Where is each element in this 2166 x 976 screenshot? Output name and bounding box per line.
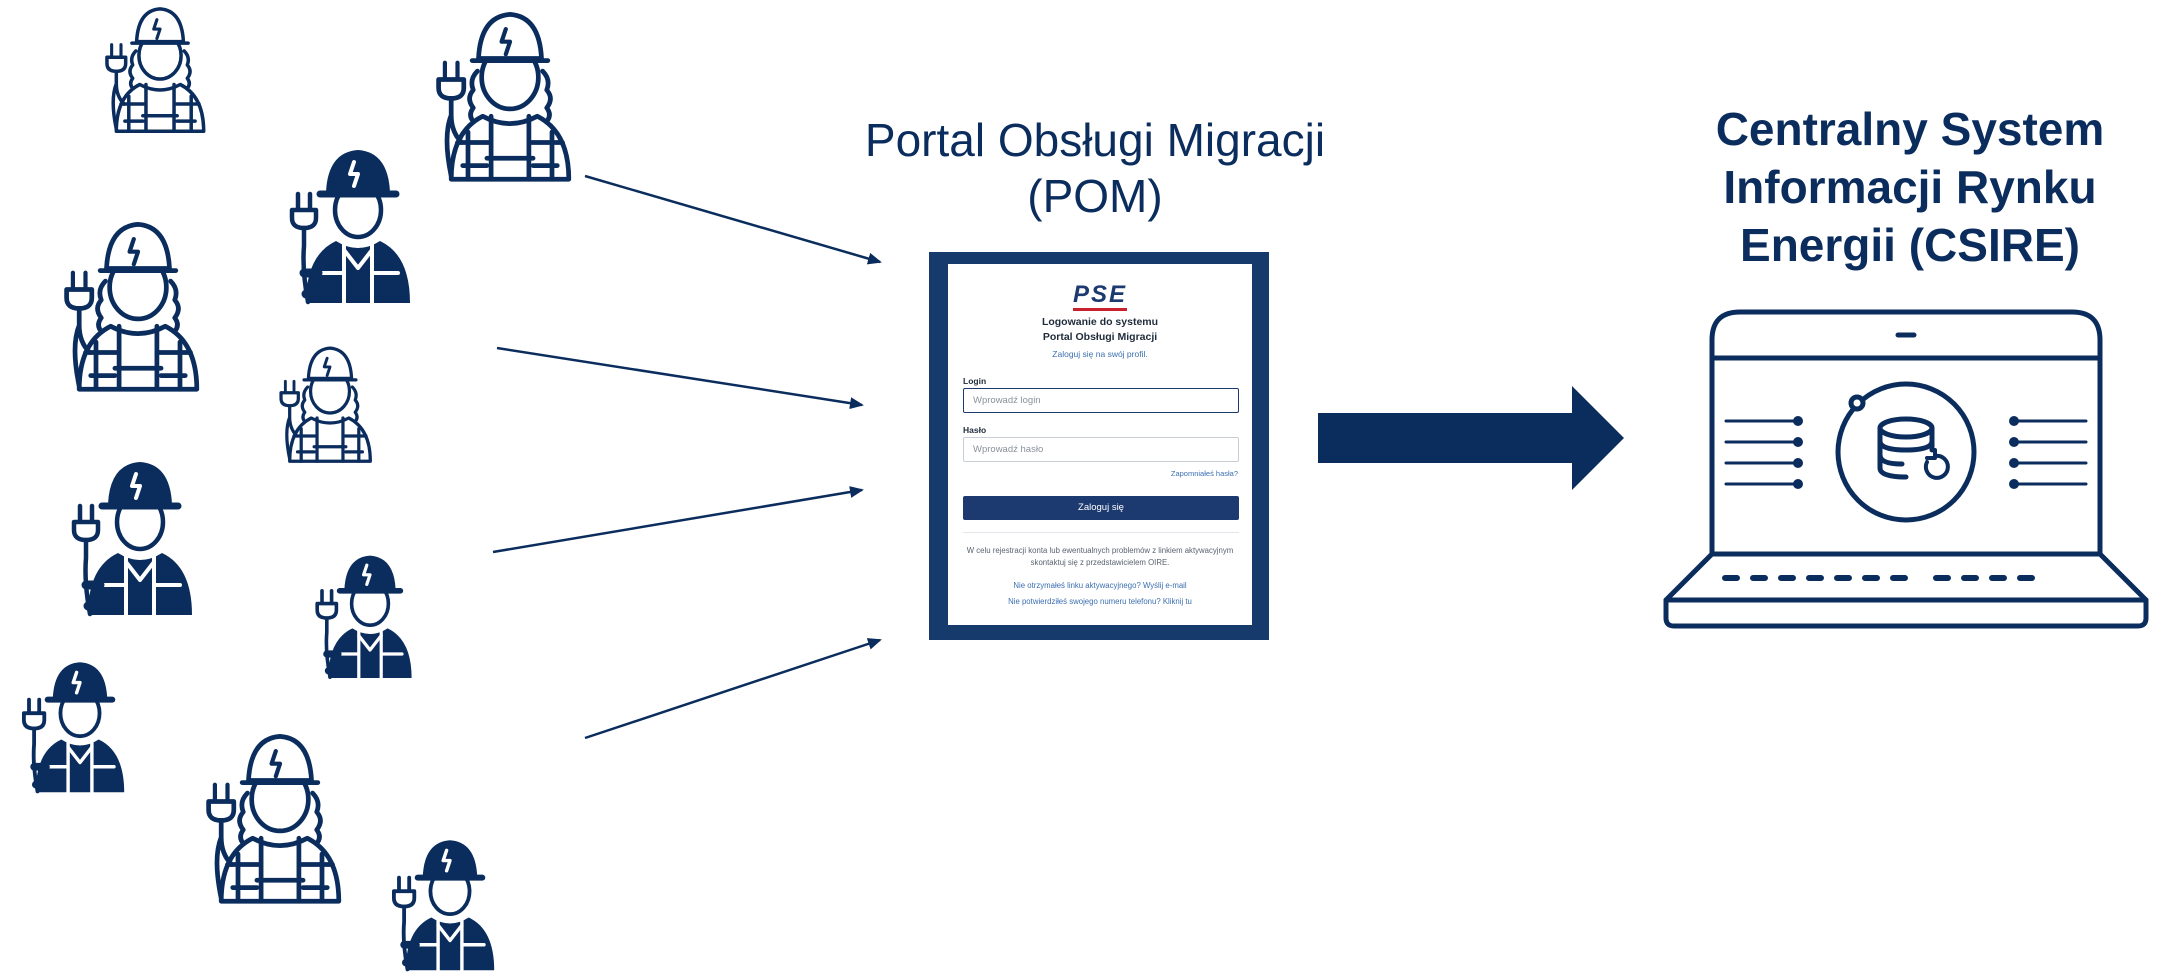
worker-icons <box>24 7 569 970</box>
login-input[interactable]: Wprowadź login <box>963 388 1239 413</box>
password-input[interactable]: Wprowadź hasło <box>963 437 1239 462</box>
electrician-worker-icon <box>292 150 410 303</box>
electrician-worker-icon <box>105 7 206 134</box>
login-heading-line1: Logowanie do systemu <box>1041 316 1159 328</box>
info-line2: skontaktuj się z przedstawicielem OIRE. <box>1030 558 1170 567</box>
electrician-worker-icon <box>67 224 197 389</box>
password-label: Hasło <box>963 425 987 435</box>
laptop-dots <box>1793 416 2019 489</box>
csire-title-line3: Energii (CSIRE) <box>1740 219 2080 271</box>
pom-title: Portal Obsługi Migracji (POM) <box>820 112 1370 224</box>
electrician-worker-icon <box>279 346 372 463</box>
laptop-database-icon <box>1663 309 2149 629</box>
forgot-password-link[interactable]: Zapomniałeś hasła? <box>1170 469 1238 478</box>
form-divider <box>963 532 1239 533</box>
no-activation-link[interactable]: Nie otrzymałeś linku aktywacyjnego? Wyśl… <box>1013 581 1187 590</box>
csire-title-line1: Centralny System <box>1715 103 2105 155</box>
electrician-worker-icon <box>74 462 192 615</box>
info-line1: W celu rejestracji konta lub ewentualnyc… <box>966 546 1234 555</box>
login-heading-line2: Portal Obsługi Migracji <box>1042 331 1158 343</box>
electrician-worker-icon <box>439 14 569 179</box>
login-card: PSE Logowanie do systemu Portal Obsługi … <box>948 264 1252 625</box>
electrician-worker-icon <box>209 736 339 901</box>
csire-title-line2: Informacji Rynku <box>1723 161 2097 213</box>
arrows <box>492 174 882 740</box>
arrow-right-icon <box>496 346 864 410</box>
pom-title-line2: (POM) <box>1027 170 1163 222</box>
arrow-right-icon <box>584 638 882 740</box>
electrician-worker-icon <box>394 840 494 970</box>
big-arrow-right-icon <box>1318 386 1624 490</box>
pse-logo-text: PSE <box>1072 283 1128 311</box>
pse-logo: PSE <box>948 283 1252 311</box>
login-label: Login <box>963 376 987 386</box>
phone-not-confirmed-link[interactable]: Nie potwierdziłeś swojego numeru telefon… <box>1008 597 1192 606</box>
electrician-worker-icon <box>24 662 124 792</box>
login-button[interactable]: Zaloguj się <box>963 496 1239 520</box>
arrow-right-icon <box>584 174 882 265</box>
electrician-worker-icon <box>317 556 411 678</box>
pom-title-line1: Portal Obsługi Migracji <box>864 114 1326 166</box>
arrow-right-icon <box>492 486 864 554</box>
login-screenshot-frame: PSE Logowanie do systemu Portal Obsługi … <box>929 252 1269 640</box>
login-subtitle: Zaloguj się na swój profil. <box>1052 349 1148 359</box>
csire-title: Centralny System Informacji Rynku Energi… <box>1640 100 2166 274</box>
